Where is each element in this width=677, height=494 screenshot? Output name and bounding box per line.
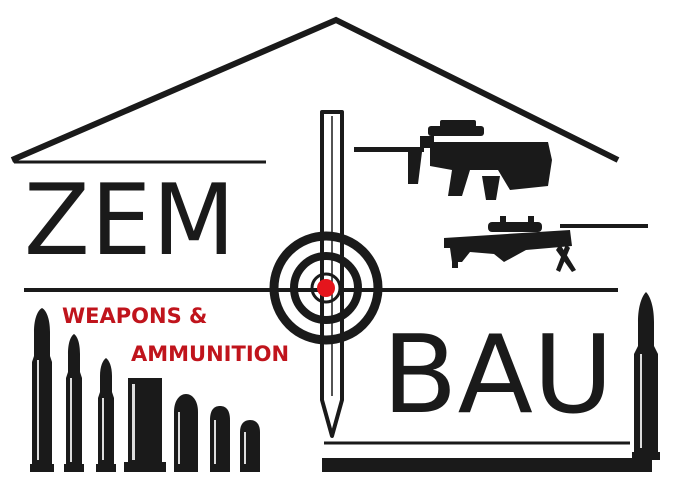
floor-bar bbox=[322, 458, 652, 472]
tagline-line-1: WEAPONS & bbox=[62, 304, 208, 328]
cartridge-highlights bbox=[37, 354, 642, 464]
tagline-line-2: AMMUNITION bbox=[131, 342, 290, 366]
house-roof-outline bbox=[10, 16, 620, 163]
sniper-rifle-icon bbox=[444, 216, 648, 272]
crosshair-target-icon bbox=[269, 231, 383, 345]
brand-word-bottom: BAU bbox=[382, 313, 614, 438]
brand-word-top: ZEM bbox=[24, 164, 237, 278]
assault-rifle-icon bbox=[354, 120, 552, 200]
